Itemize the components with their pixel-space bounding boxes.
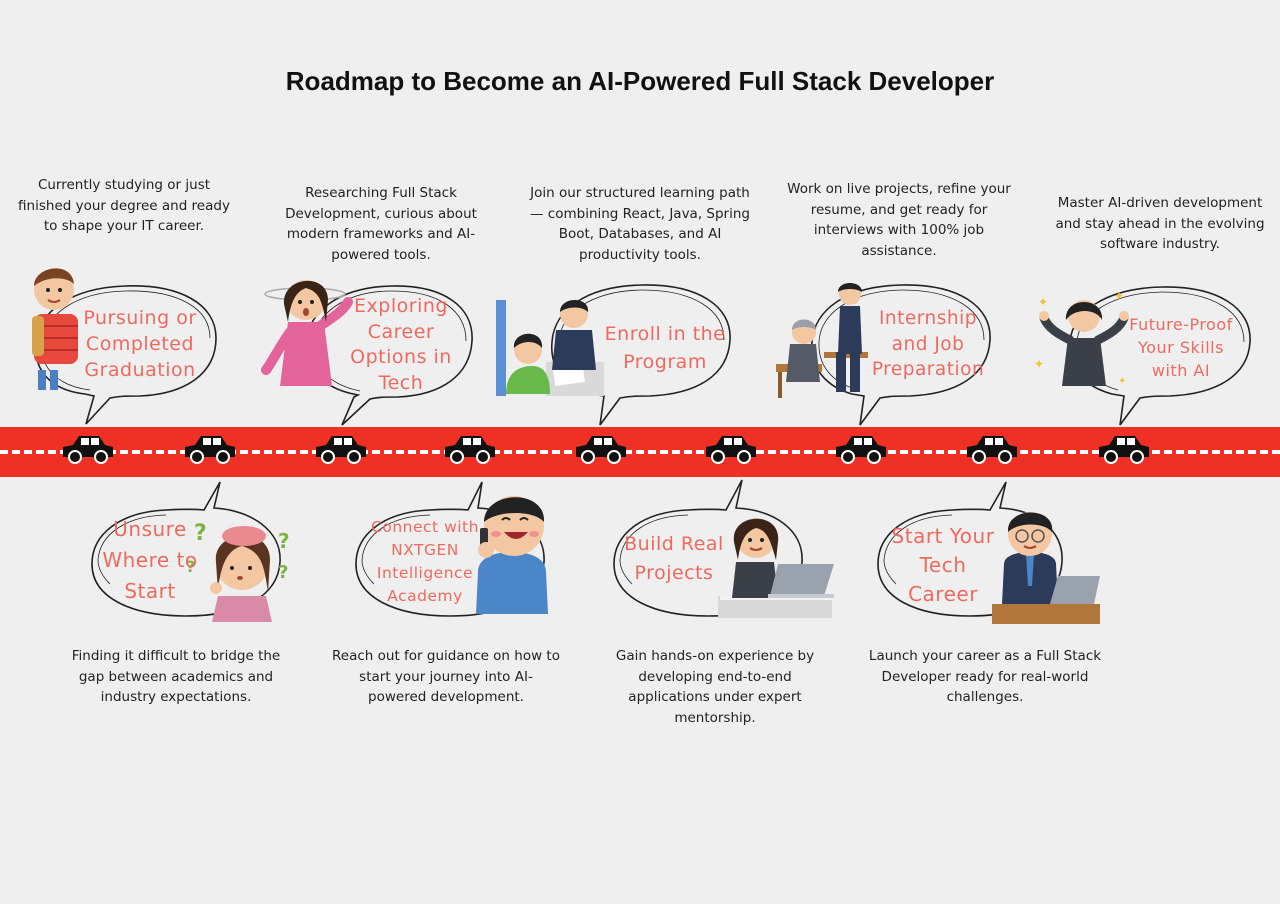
step-1-label: Pursuing or Completed Graduation	[83, 307, 197, 381]
step-2-label: Exploring Career Options in Tech	[350, 295, 452, 394]
car-icon	[576, 436, 626, 464]
speech-bubble-8	[613, 479, 803, 617]
step-1-description: Currently studying or just finished your…	[18, 177, 230, 234]
car-icon	[445, 436, 495, 464]
step-5-label: Future-Proof Your Skills with AI	[1129, 315, 1233, 380]
unsure-girl-illustration: ? ? ? ?	[186, 521, 290, 622]
step-9-description: Launch your career as a Full Stack Devel…	[868, 648, 1102, 705]
car-icon	[836, 436, 886, 464]
svg-text:?: ?	[186, 557, 195, 576]
svg-text:✦: ✦	[1118, 376, 1126, 387]
car-icon	[1099, 436, 1149, 464]
step-7-label: Connect with NXTGEN Intelligence Academy	[371, 518, 479, 605]
page-title: Roadmap to Become an AI-Powered Full Sta…	[285, 66, 995, 96]
svg-text:?: ?	[194, 521, 207, 546]
step-8-description: Gain hands-on experience by developing e…	[615, 648, 815, 726]
speech-bubble-9	[877, 481, 1063, 617]
student-illustration	[32, 268, 78, 390]
lane-divider	[0, 450, 1280, 454]
step-6-description: Finding it difficult to bridge the gap b…	[71, 648, 281, 705]
step-4-label: Internship and Job Preparation	[871, 308, 985, 380]
car-icon	[63, 436, 113, 464]
svg-text:✦: ✦	[1038, 295, 1048, 309]
car-icon	[706, 436, 756, 464]
step-5-description: Master AI-driven development and stay ah…	[1055, 195, 1265, 252]
car-icon	[967, 436, 1017, 464]
car-icon	[316, 436, 366, 464]
step-4-description: Work on live projects, refine your resum…	[787, 181, 1011, 259]
enrollment-meeting-illustration	[496, 300, 604, 396]
car-icon	[185, 436, 235, 464]
step-8-label: Build Real Projects	[624, 533, 724, 584]
step-3-label: Enroll in the Program	[604, 323, 726, 373]
confused-woman-illustration	[261, 280, 353, 386]
step-9-label: Start Your Tech Career	[891, 524, 995, 606]
svg-text:✦: ✦	[1114, 289, 1124, 303]
step-7-description: Reach out for guidance on how to start y…	[332, 648, 560, 705]
speech-bubble-6	[91, 481, 281, 617]
phone-call-illustration	[476, 496, 548, 614]
celebrating-woman-illustration: ✦ ✦ ✦ ✦	[1034, 289, 1129, 387]
interview-illustration	[776, 283, 868, 398]
laptop-woman-illustration	[718, 518, 834, 618]
step-3-description: Join our structured learning path — comb…	[530, 185, 750, 263]
svg-text:?: ?	[278, 562, 288, 583]
svg-text:✦: ✦	[1034, 357, 1044, 371]
step-6-label: Unsure Where to Start	[102, 517, 198, 603]
step-2-description: Researching Full Stack Development, curi…	[285, 185, 477, 263]
svg-text:?: ?	[278, 529, 290, 553]
career-man-illustration	[992, 512, 1100, 624]
